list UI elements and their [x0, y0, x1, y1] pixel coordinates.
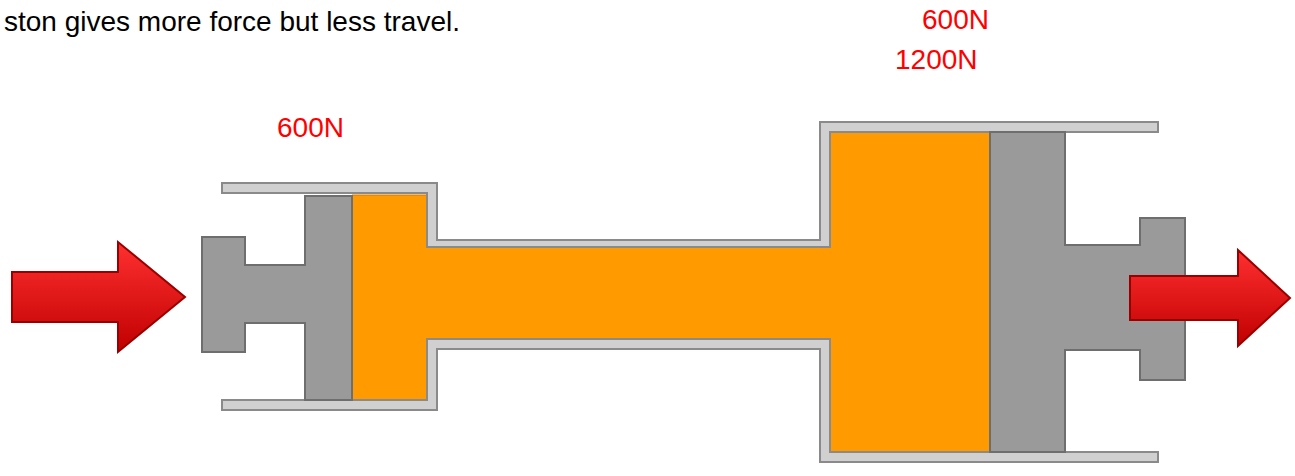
small-piston	[202, 196, 352, 400]
force-label: 600N	[277, 112, 344, 144]
force-label: 600N	[922, 4, 989, 36]
output-force-arrow	[1130, 250, 1290, 346]
input-force-arrow	[12, 242, 185, 352]
force-label: 1200N	[895, 44, 978, 76]
hydraulic-fluid	[352, 132, 990, 452]
slide-text: ston gives more force but less travel.	[4, 6, 460, 38]
